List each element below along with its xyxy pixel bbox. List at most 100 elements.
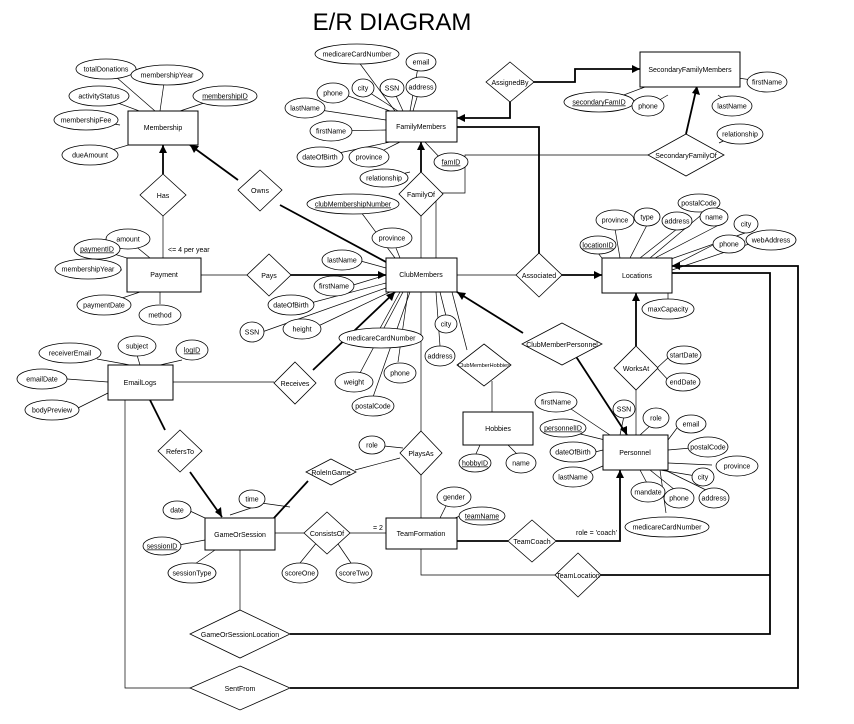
relationship-label: RoleInGame <box>311 470 350 477</box>
diagram-title: E/R DIAGRAM <box>313 9 472 36</box>
svg-text:province: province <box>724 464 751 471</box>
svg-text:hobbyID: hobbyID <box>462 461 488 468</box>
attr-cm-postal-code: postalCode <box>351 395 395 417</box>
attr-el-body-preview: bodyPreview <box>24 399 80 421</box>
svg-text:firstName: firstName <box>319 284 349 291</box>
svg-text:phone: phone <box>638 104 658 111</box>
entity-label: Payment <box>150 272 178 279</box>
svg-text:dateOfBirth: dateOfBirth <box>555 450 591 457</box>
relationship-label: Pays <box>261 273 277 280</box>
svg-text:membershipFee: membershipFee <box>61 118 112 125</box>
entity-label: FamilyMembers <box>396 124 446 131</box>
attr-per-mandate: mandate <box>630 481 666 503</box>
attr-loc-postal-code: postalCode <box>677 193 721 213</box>
attr-cm-address: address <box>424 345 456 367</box>
attr-loc-phone: phone <box>712 234 746 254</box>
team-count-note: = 2 <box>373 525 383 532</box>
svg-text:dueAmount: dueAmount <box>72 153 108 160</box>
attr-pay-membership-year: membershipYear <box>54 258 122 280</box>
entity-team-formation: TeamFormation <box>385 517 458 550</box>
attr-cm-first-name: firstName <box>313 275 355 297</box>
svg-text:role: role <box>650 416 662 423</box>
attributes: totalDonations membershipYear activitySt… <box>16 43 797 584</box>
relationship-label: ClubMemberHobbies <box>458 363 510 369</box>
relationship-club-member-personnel: ClubMemberPersonnel <box>521 322 603 366</box>
svg-text:postalCode: postalCode <box>690 445 726 452</box>
svg-text:dateOfBirth: dateOfBirth <box>273 303 309 310</box>
attr-fm-email: email <box>405 52 437 72</box>
relationship-team-coach: TeamCoach <box>507 519 557 563</box>
attr-per-medicare-card-number: medicareCardNumber <box>624 516 710 538</box>
attr-per-postal-code: postalCode <box>687 436 729 458</box>
relationship-assigned-by: AssignedBy <box>485 61 535 103</box>
svg-text:medicareCardNumber: medicareCardNumber <box>323 52 393 59</box>
svg-text:gender: gender <box>443 495 465 502</box>
svg-text:city: city <box>698 475 709 482</box>
relationship-pays: Pays <box>246 253 292 297</box>
svg-text:lastName: lastName <box>290 106 320 113</box>
svg-text:province: province <box>356 155 383 162</box>
relationship-label: TeamCoach <box>513 539 550 546</box>
attr-per-province: province <box>715 455 759 477</box>
attr-tf-gender: gender <box>436 486 472 508</box>
attr-total-donations: totalDonations <box>75 58 137 80</box>
svg-text:emailDate: emailDate <box>26 377 58 384</box>
relationship-works-at: WorksAt <box>613 345 659 391</box>
svg-text:paymentID: paymentID <box>80 247 114 254</box>
attr-per-ssn: SSN <box>612 399 636 419</box>
entity-label: Membership <box>144 125 183 132</box>
attr-loc-web-address: webAddress <box>745 229 797 251</box>
attr-el-email-date: emailDate <box>16 368 68 390</box>
relationship-role-in-game: RoleInGame <box>305 458 357 486</box>
svg-text:address: address <box>702 496 727 503</box>
svg-text:membershipID: membershipID <box>202 94 248 101</box>
entity-label: Locations <box>622 273 652 280</box>
attr-hob-hobby-id: hobbyID <box>458 453 492 473</box>
svg-text:height: height <box>292 327 311 334</box>
svg-text:receiverEmail: receiverEmail <box>49 351 92 358</box>
attr-el-log-id: logID <box>175 339 209 361</box>
relationship-label: Has <box>157 193 170 200</box>
svg-text:role: role <box>366 443 378 450</box>
svg-text:lastName: lastName <box>327 258 357 265</box>
svg-text:province: province <box>379 236 406 243</box>
svg-text:medicareCardNumber: medicareCardNumber <box>347 336 417 343</box>
svg-text:relationship: relationship <box>722 132 758 139</box>
payments-per-year-note: <= 4 per year <box>168 247 210 254</box>
svg-text:lastName: lastName <box>717 104 747 111</box>
attr-due-amount: dueAmount <box>61 144 119 166</box>
relationship-label: AssignedBy <box>492 80 529 87</box>
attr-gos-time: time <box>238 489 266 509</box>
relationship-consists-of: ConsistsOf <box>303 511 351 555</box>
attr-co-score-two: scoreTwo <box>335 562 373 584</box>
svg-text:city: city <box>741 222 752 229</box>
svg-text:medicareCardNumber: medicareCardNumber <box>633 525 703 532</box>
svg-text:scoreTwo: scoreTwo <box>339 571 369 578</box>
relationship-sent-from: SentFrom <box>189 665 291 711</box>
entity-family-members: FamilyMembers <box>385 110 458 143</box>
attr-co-score-one: scoreOne <box>281 562 319 584</box>
attr-fm-province: province <box>348 146 390 168</box>
svg-text:postalCode: postalCode <box>681 201 717 208</box>
svg-text:SSN: SSN <box>385 86 399 93</box>
attr-loc-address: address <box>661 211 693 231</box>
attr-fm-ssn: SSN <box>379 78 405 98</box>
entity-personnel: Personnel <box>602 434 669 471</box>
attr-hob-name: name <box>505 452 537 474</box>
attr-cm-club-membership-number: clubMembershipNumber <box>306 193 400 215</box>
entity-label: Personnel <box>619 450 651 457</box>
svg-text:famID: famID <box>442 160 461 167</box>
svg-text:startDate: startDate <box>670 353 699 360</box>
attr-per-role: role <box>642 407 670 429</box>
svg-text:type: type <box>640 215 653 222</box>
svg-text:lastName: lastName <box>558 475 588 482</box>
relationship-label: TeamLocation <box>556 573 600 580</box>
relationship-label: PlaysAs <box>408 451 434 458</box>
attr-cm-date-of-birth: dateOfBirth <box>267 294 315 316</box>
attr-el-receiver-email: receiverEmail <box>38 342 102 364</box>
attr-worksat-end-date: endDate <box>665 372 701 392</box>
attr-per-last-name: lastName <box>552 466 594 488</box>
attr-sfm-phone: phone <box>631 95 665 117</box>
svg-text:firstName: firstName <box>752 80 782 87</box>
svg-text:phone: phone <box>719 242 739 249</box>
